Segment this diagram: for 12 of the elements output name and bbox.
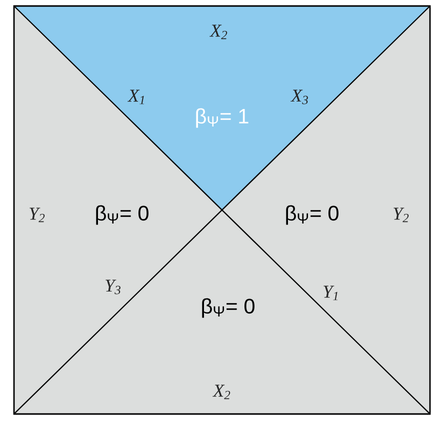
region-label: β$_{Ψ}$= 0 xyxy=(96,205,148,225)
side-label: Y$_{3}$ xyxy=(106,280,120,294)
region-label: β$_{Ψ}$= 0 xyxy=(202,298,254,318)
side-label: Y$_{2}$ xyxy=(30,208,45,222)
side-label: X$_{1}$ xyxy=(128,90,144,104)
region-label: β$_{Ψ}$= 1 xyxy=(196,108,248,128)
side-label: X$_{2}$ xyxy=(212,384,230,400)
side-label: Y$_{2}$ xyxy=(394,208,409,222)
side-label: Y$_{1}$ xyxy=(324,286,338,300)
region-label: β$_{Ψ}$= 0 xyxy=(286,205,338,225)
side-label: X$_{2}$ xyxy=(210,24,228,40)
side-label: X$_{3}$ xyxy=(290,90,308,104)
